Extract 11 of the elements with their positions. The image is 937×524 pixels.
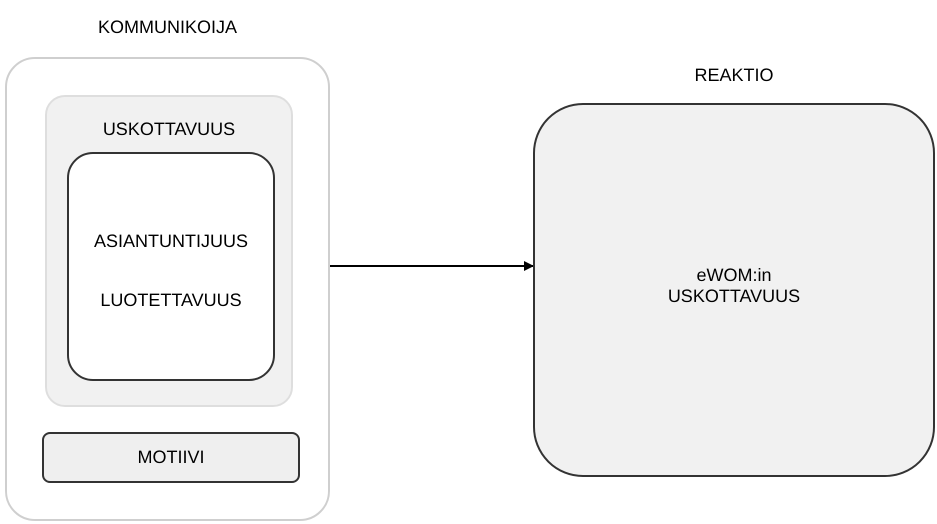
arrow (330, 261, 534, 271)
box-text: ASIANTUNTIJUUS (92, 231, 249, 252)
box-heading: KOMMUNIKOIJA (96, 17, 238, 38)
group-box (45, 95, 293, 407)
box-heading: REAKTIO (693, 65, 774, 86)
box-text: LUOTETTAVUUS (99, 290, 243, 311)
box-text: eWOM:in USKOTTAVUUS (666, 265, 802, 307)
rounded-box (67, 152, 275, 381)
rounded-box (42, 432, 300, 483)
box-text: MOTIIVI (136, 447, 206, 468)
box-text: USKOTTAVUUS (102, 119, 236, 140)
